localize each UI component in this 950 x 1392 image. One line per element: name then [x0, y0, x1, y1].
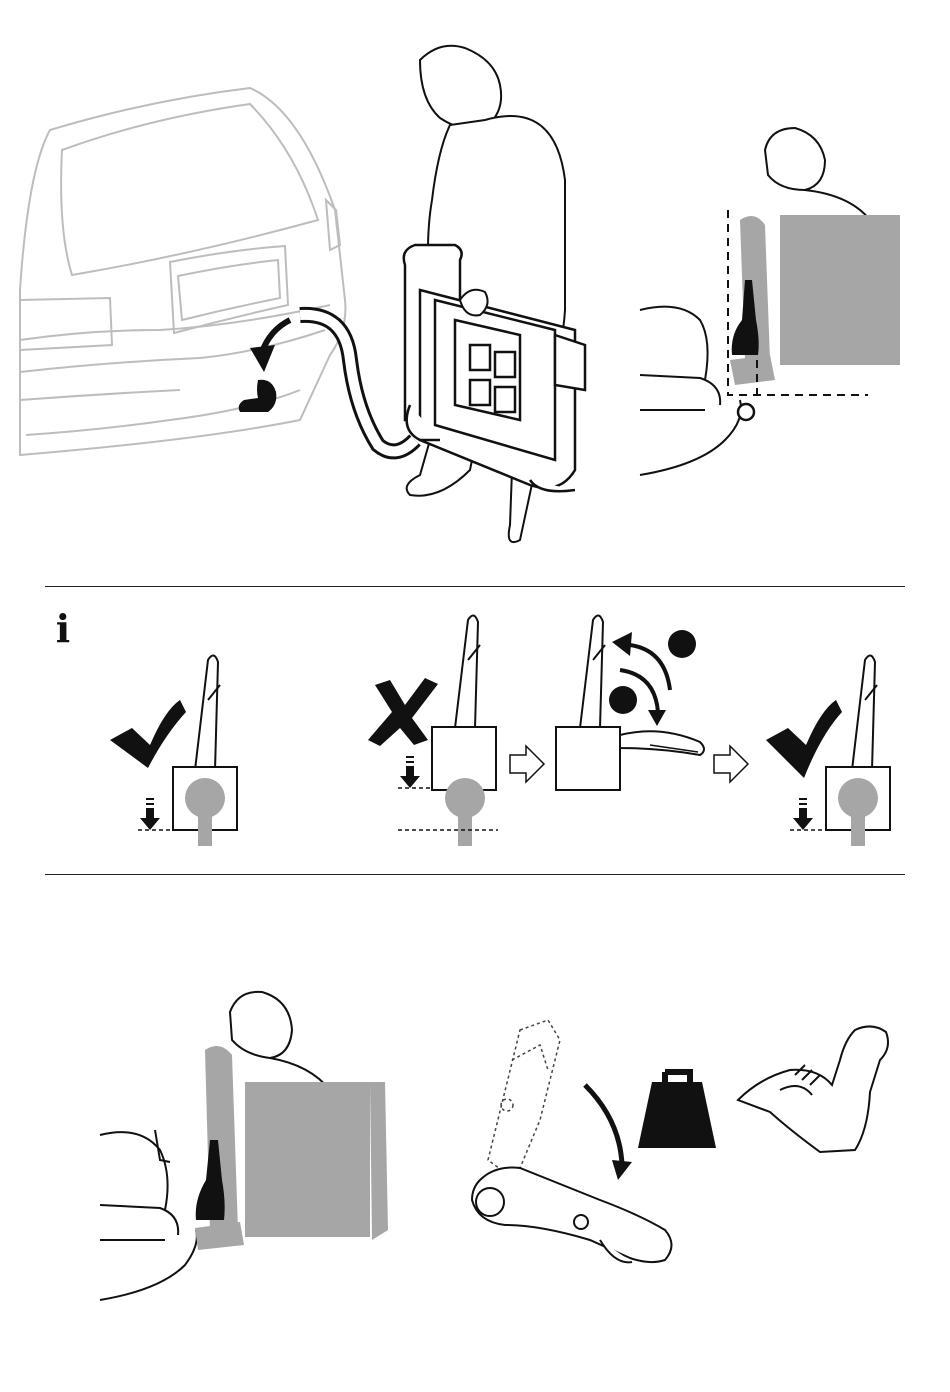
bottom-illustration	[0, 960, 950, 1360]
weight-icon	[638, 1072, 716, 1148]
cross-icon	[368, 678, 438, 746]
step-open-lever	[556, 615, 704, 790]
lever-closed	[472, 1168, 672, 1263]
step-dot-2	[609, 686, 637, 714]
coupling-box-3	[556, 727, 620, 790]
carrier-gray-bottom	[245, 1082, 370, 1237]
divider-bottom	[45, 874, 905, 875]
lever-open-dashed	[488, 1020, 560, 1180]
cable-arrow	[262, 315, 415, 452]
car-rear-small	[640, 307, 741, 475]
frame-upright	[195, 655, 218, 770]
frame-upright-4	[852, 655, 875, 770]
step-correct-seating	[110, 655, 237, 846]
rotate-arrow-up	[630, 645, 670, 690]
down-arrow-icon	[793, 808, 813, 830]
curve-arrow	[585, 1085, 622, 1165]
flexed-arm-icon	[738, 1026, 888, 1152]
towball	[239, 380, 277, 412]
check-icon	[110, 700, 186, 768]
arrow-head	[250, 345, 275, 372]
next-arrow-icon	[714, 746, 748, 782]
down-arrow-icon	[140, 808, 160, 830]
frame-upright-3	[580, 615, 603, 728]
top-illustration-svg	[0, 0, 950, 560]
info-section-svg	[0, 600, 950, 860]
towball-small	[738, 404, 754, 420]
step-dot-1	[668, 630, 696, 658]
bottom-illustration-svg	[0, 960, 950, 1360]
info-section	[0, 600, 950, 860]
divider-top	[45, 586, 905, 587]
top-illustration	[0, 0, 950, 560]
car-rear	[20, 88, 345, 455]
carrier-gray	[780, 215, 900, 365]
car-rear-bottom	[100, 1130, 197, 1300]
down-arrow-icon	[400, 766, 420, 788]
step-incorrect-seating	[368, 615, 498, 846]
step-correct-after-lever	[766, 655, 890, 846]
next-arrow-icon	[510, 746, 544, 782]
frame-upright-2	[455, 615, 478, 728]
